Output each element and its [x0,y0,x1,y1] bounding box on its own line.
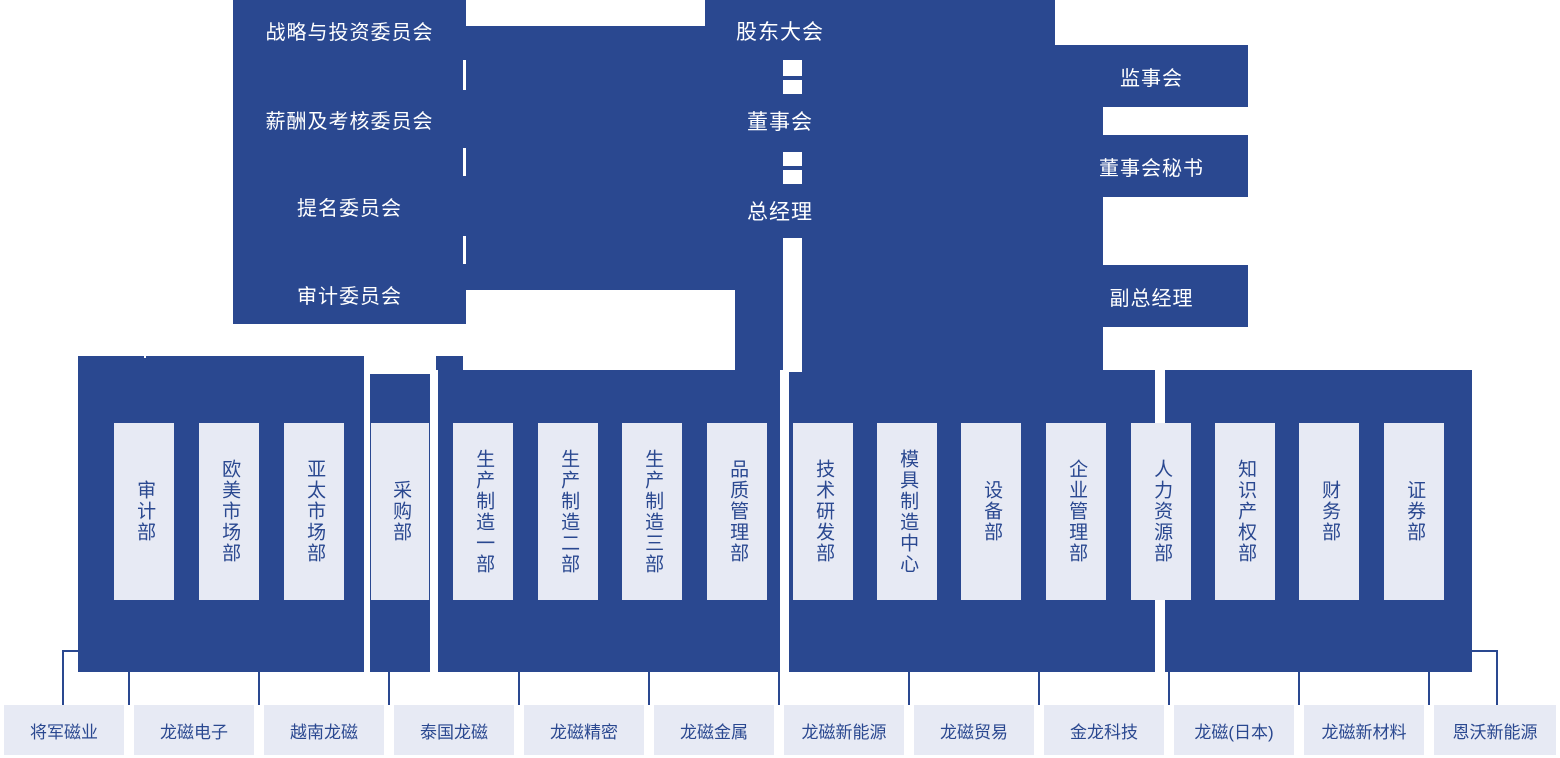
line-subsidiary-bus-right-h [1472,650,1498,652]
line-subsidiary-tick-8 [1038,672,1040,705]
cut-connector-shareholders-board-a [783,60,802,76]
node-shareholders-meeting[interactable]: 股东大会 [736,21,824,44]
line-subsidiary-tick-5 [648,672,650,705]
line-subsidiary-bus-right [1496,650,1498,705]
field-right-riser [1055,107,1103,135]
dept-securities[interactable]: 证券部 [1384,423,1444,600]
node-board-secretary[interactable]: 董事会秘书 [1055,135,1248,197]
cut-left-spine-notch-1 [463,60,466,90]
committee-strategy[interactable]: 战略与投资委员会 [233,0,466,60]
field-committee-gap-3 [233,236,463,264]
cut-band-top-right-notch [1472,370,1560,672]
line-subsidiary-tick-1 [128,672,130,705]
cut-connector-board-gm-b [783,170,802,184]
node-deputy-general-manager[interactable]: 副总经理 [1055,265,1248,327]
cut-right-above-supervisory [1055,0,1248,45]
line-subsidiary-bus-left [62,650,64,705]
cut-below-committees [466,290,735,370]
cut-strategy-row-right [466,0,705,26]
line-subsidiary-tick-4 [518,672,520,705]
line-subsidiary-tick-9 [1168,672,1170,705]
field-committee-gap-2 [233,148,463,176]
subsidiary-longci-jinshu[interactable]: 龙磁金属 [654,705,774,755]
dept-manufacturing-1[interactable]: 生产制造一部 [453,423,513,600]
subsidiary-longci-japan[interactable]: 龙磁(日本) [1174,705,1294,755]
dept-rnd[interactable]: 技术研发部 [793,423,853,600]
dept-quality[interactable]: 品质管理部 [707,423,767,600]
subsidiary-jinlong-keji[interactable]: 金龙科技 [1044,705,1164,755]
dept-audit-dept[interactable]: 审计部 [114,423,174,600]
cut-band-sep-purchasing-left [364,356,370,672]
line-subsidiary-tick-6 [778,672,780,705]
cut-band-mid-top-notch [368,356,436,374]
node-board-of-directors[interactable]: 董事会 [747,111,813,134]
subsidiary-jiangjun-ciye[interactable]: 将军磁业 [4,705,124,755]
node-general-manager[interactable]: 总经理 [747,201,813,224]
field-right-riser-2 [1055,197,1103,265]
cut-right-column-gap-2 [1103,197,1248,265]
subsidiary-thailand-longci[interactable]: 泰国龙磁 [394,705,514,755]
cut-connector-shareholders-board-b [783,80,802,94]
line-subsidiary-tick-11 [1428,672,1430,705]
cut-connector-board-gm-a [783,152,802,166]
cut-right-margin [1248,0,1560,370]
dept-ip[interactable]: 知识产权部 [1215,423,1275,600]
line-subsidiary-tick-10 [1298,672,1300,705]
cut-band-sep-rnd [780,370,789,672]
dept-purchasing[interactable]: 采购部 [371,423,429,600]
dept-eu-us-market[interactable]: 欧美市场部 [199,423,259,600]
subsidiary-enwo-xinnengyuan[interactable]: 恩沃新能源 [1434,705,1556,755]
subsidiary-longci-xincailiao[interactable]: 龙磁新材料 [1304,705,1424,755]
dept-manufacturing-3[interactable]: 生产制造三部 [622,423,682,600]
subsidiary-vietnam-longci[interactable]: 越南龙磁 [264,705,384,755]
cut-connector-gm-down [783,238,802,372]
dept-apac-market[interactable]: 亚太市场部 [284,423,344,600]
subsidiary-longci-xinnengyuan[interactable]: 龙磁新能源 [784,705,904,755]
field-committee-gap-1 [233,60,463,90]
cut-left-margin-top [0,0,233,356]
dept-equipment[interactable]: 设备部 [961,423,1021,600]
committee-audit[interactable]: 审计委员会 [233,264,466,324]
committee-nomination[interactable]: 提名委员会 [233,176,466,236]
field-top-right-strip [705,0,1060,60]
dept-enterprise-mgmt[interactable]: 企业管理部 [1046,423,1106,600]
subsidiary-longci-maoyi[interactable]: 龙磁贸易 [914,705,1034,755]
cut-band-sep-purchasing-right [430,370,438,672]
subsidiary-longci-dianzi[interactable]: 龙磁电子 [134,705,254,755]
cut-band-top-left-notch [0,356,78,672]
dept-finance[interactable]: 财务部 [1299,423,1359,600]
line-subsidiary-tick-2 [258,672,260,705]
dept-manufacturing-2[interactable]: 生产制造二部 [538,423,598,600]
committee-remuneration[interactable]: 薪酬及考核委员会 [233,90,466,148]
node-supervisory-board[interactable]: 监事会 [1055,45,1248,107]
cut-right-column-gap-1 [1103,107,1248,135]
cut-below-band [0,672,1560,758]
line-subsidiary-bus-left-h [62,650,82,652]
subsidiary-longci-jingmi[interactable]: 龙磁精密 [524,705,644,755]
line-audit-committee-riser [144,286,146,358]
dept-hr[interactable]: 人力资源部 [1131,423,1191,600]
cut-below-committees-2 [233,324,466,356]
line-subsidiary-tick-3 [388,672,390,705]
dept-mold-center[interactable]: 模具制造中心 [877,423,937,600]
field-right-riser-3 [1055,327,1103,370]
line-subsidiary-tick-7 [908,672,910,705]
cut-right-column-gap-3 [1103,327,1248,370]
